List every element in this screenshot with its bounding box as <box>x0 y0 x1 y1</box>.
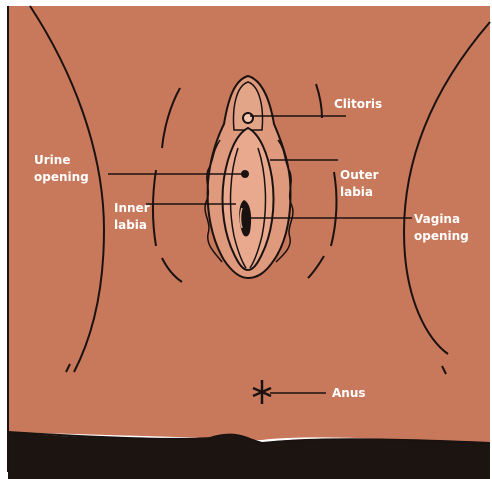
anus-label: Anus <box>332 385 366 402</box>
clitoris-label-text: Clitoris <box>334 97 382 111</box>
urine-opening-label-line1: Urine <box>34 152 89 169</box>
inner-labia-label-line2: labia <box>114 217 150 234</box>
urine-opening-label-line2: opening <box>34 169 89 186</box>
vagina-opening-label-line2: opening <box>414 228 469 245</box>
outer-labia-label: Outer labia <box>340 167 379 201</box>
clitoris-glans <box>243 113 253 123</box>
inner-labia-label: Inner labia <box>114 200 150 234</box>
vagina-opening-label: Vagina opening <box>414 211 469 245</box>
inner-labia-label-line1: Inner <box>114 200 150 217</box>
anus-label-text: Anus <box>332 386 366 400</box>
vagina-opening-label-line1: Vagina <box>414 211 469 228</box>
urine-opening-label: Urine opening <box>34 152 89 186</box>
clitoris-label: Clitoris <box>334 96 382 113</box>
outer-labia-label-line2: labia <box>340 184 379 201</box>
outer-labia-label-line1: Outer <box>340 167 379 184</box>
